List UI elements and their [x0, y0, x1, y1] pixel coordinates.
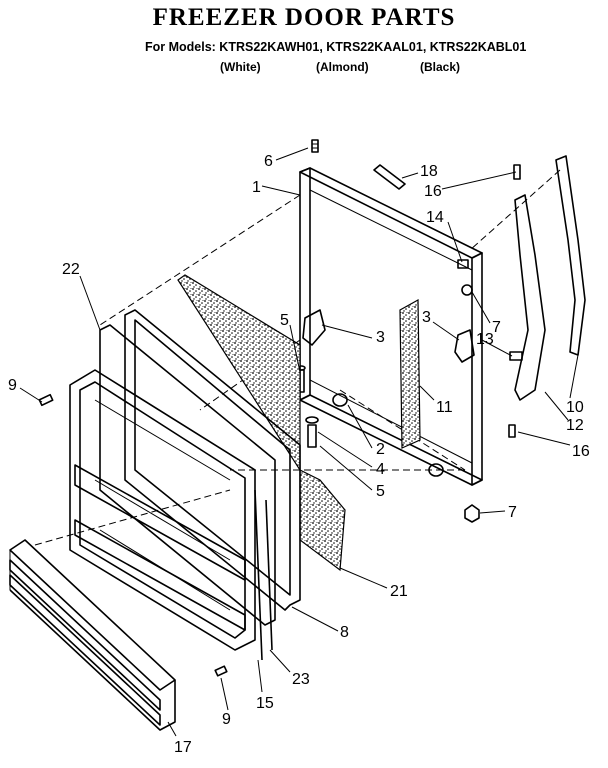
part-18-strip — [373, 164, 406, 190]
foam-strip-11 — [399, 298, 421, 449]
variant-black: (Black) — [420, 60, 461, 74]
variant-white: (White) — [220, 60, 261, 74]
callout-3-left: 3 — [376, 329, 385, 346]
callout-11: 11 — [436, 399, 453, 416]
door-liner-shelves — [69, 369, 256, 651]
door-liner-8 — [124, 309, 301, 611]
screw-6 — [311, 139, 319, 153]
strip-15 — [254, 489, 263, 661]
inner-door-frame — [299, 167, 483, 486]
hinge-3-left — [302, 309, 326, 346]
bottom-rail-17 — [9, 539, 176, 731]
callout-7-upper: 7 — [492, 319, 501, 336]
callout-16-lower: 16 — [572, 443, 590, 460]
screw-9-upper — [38, 393, 54, 407]
callout-13: 13 — [476, 331, 494, 348]
callout-21: 21 — [390, 583, 408, 600]
strip-23 — [265, 499, 273, 651]
callout-17: 17 — [174, 739, 192, 756]
callout-8: 8 — [340, 624, 349, 641]
callout-10: 10 — [566, 399, 584, 416]
callout-9-lower: 9 — [222, 711, 231, 728]
callout-5-upper: 5 — [280, 312, 289, 329]
callout-16-upper: 16 — [424, 183, 442, 200]
callout-1: 1 — [252, 179, 261, 196]
bushing-2b — [428, 463, 444, 477]
cap-7-upper — [461, 284, 473, 296]
callout-14: 14 — [426, 209, 444, 226]
callout-6: 6 — [264, 153, 273, 170]
callout-9-upper: 9 — [8, 377, 17, 394]
callout-7-lower: 7 — [508, 504, 517, 521]
callouts: 6 1 18 16 14 22 5 3 3 13 7 9 11 10 12 2 … — [8, 153, 590, 756]
screw-9-lower — [214, 665, 228, 677]
models-line: For Models: KTRS22KAWH01, KTRS22KAAL01, … — [145, 40, 527, 54]
diagram-title: FREEZER DOOR PARTS — [152, 4, 456, 31]
handle-12 — [508, 164, 546, 438]
bushing-2 — [332, 393, 348, 407]
handle-trim-10 — [555, 155, 586, 356]
cap-7-lower — [464, 504, 480, 523]
leader-lines — [19, 147, 579, 737]
clip-13-a — [509, 351, 523, 361]
pin-4 — [305, 416, 319, 448]
callout-23: 23 — [292, 671, 310, 688]
hinge-3-right — [454, 329, 475, 363]
callout-22: 22 — [62, 261, 80, 278]
callout-3-right: 3 — [422, 309, 431, 326]
bracket-14 — [457, 259, 469, 269]
callout-2: 2 — [376, 441, 385, 458]
callout-5-lower: 5 — [376, 483, 385, 500]
variant-almond: (Almond) — [316, 60, 369, 74]
callout-4: 4 — [376, 461, 385, 478]
callout-15: 15 — [256, 695, 274, 712]
gasket-22 — [99, 324, 276, 626]
callout-12: 12 — [566, 417, 584, 434]
callout-18: 18 — [420, 163, 438, 180]
